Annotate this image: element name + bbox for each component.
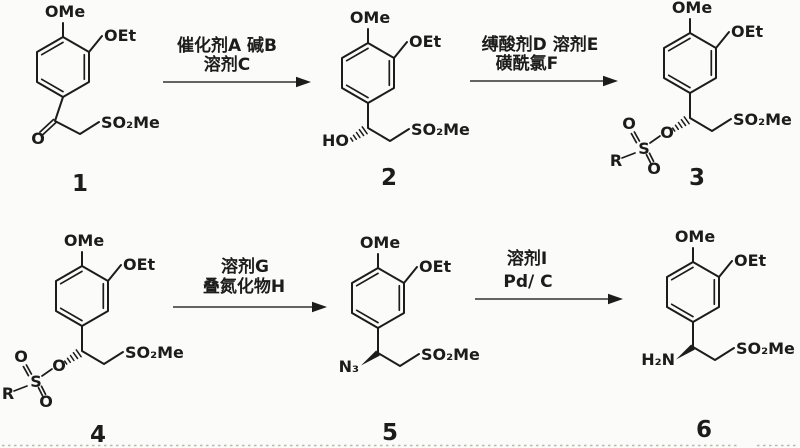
methoxy-label: OMe — [675, 227, 716, 246]
arrowhead — [603, 75, 618, 87]
ethoxy-label: OEt — [419, 257, 452, 276]
methoxy-label: OMe — [672, 0, 713, 17]
methoxy-label: OMe — [45, 2, 86, 21]
stereo-wedge-bond — [676, 344, 695, 360]
methylsulfonyl-label: SO₂Me — [125, 343, 184, 362]
ring-double-bonds — [670, 266, 716, 318]
arrow-reagents-line1: 催化剂A 碱B — [177, 35, 277, 56]
methoxy-label: OMe — [350, 8, 391, 27]
ring-double-bonds — [355, 272, 401, 324]
sulfur-label: S — [30, 372, 42, 391]
arrowhead — [296, 76, 311, 88]
amine-label: H₂N — [641, 350, 675, 369]
sulfonyl-oxygen-bottom-label: O — [647, 159, 661, 178]
methoxy-label: OMe — [360, 233, 401, 252]
chain-bonds — [377, 327, 420, 367]
compound-5: OMe OEt N₃ SO₂Me 5 — [339, 233, 480, 446]
ethoxy-label: OEt — [731, 22, 764, 41]
compound-number: 5 — [382, 420, 398, 446]
reaction-arrow-2: 缚酸剂D 溶剂E 磺酰氯F — [470, 34, 618, 87]
methylsulfonyl-label: SO₂Me — [421, 345, 480, 364]
substituent-bonds — [689, 18, 730, 49]
arrow-reagents-line1: 缚酸剂D 溶剂E — [482, 34, 599, 55]
chain-bonds — [54, 96, 100, 135]
sulfonyl-oxygen-top-label: O — [622, 114, 636, 133]
stereo-wedge-bond — [361, 350, 380, 366]
ring-double-bonds — [667, 37, 713, 89]
ethoxy-label: OEt — [123, 255, 156, 274]
ester-oxygen-label: O — [660, 123, 674, 142]
hydroxyl-label: HO — [322, 131, 349, 150]
benzene-ring — [55, 265, 109, 327]
stereo-hash-bond — [349, 126, 368, 142]
reaction-arrow-3: 溶剂G 叠氮化物H — [173, 256, 327, 313]
sulfonate-double-bonds — [630, 131, 655, 164]
sulfonate-bonds — [13, 368, 53, 392]
reaction-arrow-1: 催化剂A 碱B 溶剂C — [163, 35, 311, 88]
substituent-bonds — [692, 247, 733, 278]
compound-number: 3 — [689, 165, 705, 191]
compound-number: 1 — [72, 171, 88, 197]
ring-double-bonds — [59, 270, 105, 322]
substituent-bonds — [62, 22, 103, 53]
ring-double-bonds — [345, 47, 391, 99]
stereo-hash-bond — [63, 349, 82, 365]
methylsulfonyl-label: SO₂Me — [736, 339, 795, 358]
arrow-reagents-line1: 溶剂G — [221, 256, 269, 277]
chain-bonds — [367, 102, 410, 142]
arrow-reagents-line1: 溶剂I — [507, 248, 547, 269]
compound-number: 2 — [381, 165, 397, 191]
sulfonate-bonds — [621, 135, 661, 159]
compound-6: OMe OEt H₂N SO₂Me 6 — [641, 227, 795, 443]
r-group-label: R — [2, 384, 14, 403]
reaction-arrow-4: 溶剂I Pd/ C — [475, 248, 623, 305]
arrow-reagents-line2: Pd/ C — [503, 272, 552, 292]
chain-bonds — [692, 321, 735, 361]
benzene-ring — [666, 261, 720, 323]
sulfur-label: S — [638, 139, 650, 158]
methylsulfonyl-label: SO₂Me — [733, 110, 792, 129]
ring-double-bonds — [40, 41, 86, 93]
compound-1: OMe OEt O SO₂Me 1 — [31, 2, 160, 197]
methylsulfonyl-label: SO₂Me — [411, 120, 470, 139]
sulfonyl-oxygen-top-label: O — [14, 347, 28, 366]
ester-oxygen-label: O — [52, 356, 66, 375]
chain-bonds — [689, 92, 732, 132]
substituent-bonds — [377, 253, 418, 284]
methylsulfonyl-label: SO₂Me — [101, 113, 160, 132]
substituent-bonds — [367, 28, 408, 59]
arrowhead — [608, 293, 623, 305]
arrow-reagents-line2: 磺酰氯F — [496, 53, 559, 74]
benzene-ring — [36, 36, 90, 98]
r-group-label: R — [610, 151, 622, 170]
compound-4: OMe OEt O S O O R SO₂Me 4 — [2, 231, 184, 448]
ethoxy-label: OEt — [409, 32, 442, 51]
ethoxy-label: OEt — [734, 251, 767, 270]
arrow-reagents-line2: 叠氮化物H — [203, 276, 285, 297]
sulfonyl-oxygen-bottom-label: O — [39, 392, 53, 411]
benzene-ring — [351, 267, 405, 329]
compound-3: OMe OEt O S O O R SO₂Me 3 — [610, 0, 792, 191]
benzene-ring — [341, 42, 395, 104]
stereo-hash-bond — [671, 116, 690, 132]
substituent-bonds — [81, 251, 122, 282]
chain-bonds — [81, 325, 124, 365]
carbonyl-oxygen-label: O — [31, 129, 45, 148]
carbonyl-double-bond — [39, 118, 58, 136]
azide-label: N₃ — [339, 357, 359, 376]
compound-number: 4 — [90, 422, 106, 448]
arrowhead — [312, 301, 327, 313]
compound-number: 6 — [696, 417, 712, 443]
benzene-ring — [663, 32, 717, 94]
compound-2: OMe OEt HO SO₂Me 2 — [322, 8, 470, 191]
ethoxy-label: OEt — [104, 26, 137, 45]
sulfonate-double-bonds — [22, 364, 47, 397]
arrow-reagents-line2: 溶剂C — [204, 54, 250, 75]
methoxy-label: OMe — [64, 231, 105, 250]
